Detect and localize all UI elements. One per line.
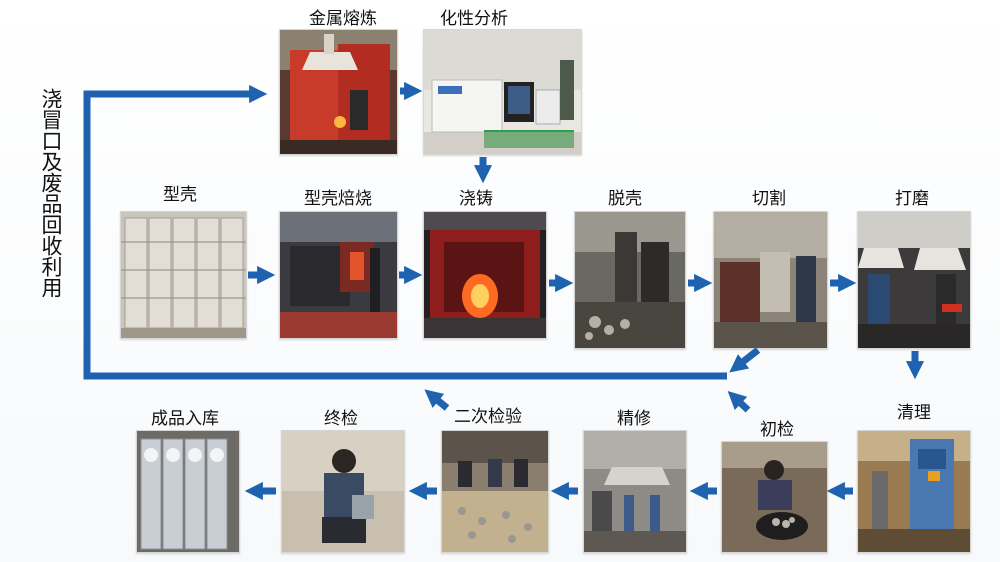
label-initial-inspection: 初检 — [760, 420, 794, 440]
photo-pouring — [423, 211, 547, 339]
photo-final-inspection — [281, 430, 405, 553]
recycle-label: 浇冒口及废品回收利用 — [39, 88, 63, 298]
label-pouring: 浇铸 — [459, 189, 493, 209]
photo-shell-roasting — [279, 211, 398, 339]
label-metal-melting: 金属熔炼 — [309, 9, 377, 29]
photo-chemical-analysis — [423, 29, 582, 155]
label-shell-roasting: 型壳焙烧 — [304, 189, 372, 209]
arrow-cutting-to-recycle — [729, 347, 761, 373]
photo-grinding — [857, 211, 971, 349]
photo-cutting — [713, 211, 828, 349]
label-shell: 型壳 — [163, 185, 197, 205]
label-cleaning: 清理 — [897, 403, 931, 423]
arrow-second-inspection-to-recycle — [424, 389, 450, 411]
label-chemical-analysis: 化性分析 — [440, 9, 508, 29]
label-final-inspection: 终检 — [324, 409, 358, 429]
photo-finishing — [583, 430, 687, 553]
label-warehousing: 成品入库 — [151, 409, 219, 429]
label-shell-removal: 脱壳 — [608, 189, 642, 209]
arrow-inspection-to-recycle — [727, 391, 751, 413]
label-second-inspection: 二次检验 — [454, 407, 522, 427]
label-finishing: 精修 — [617, 409, 651, 429]
photo-metal-melting — [279, 29, 398, 155]
photo-second-inspection — [441, 430, 549, 553]
label-cutting: 切割 — [752, 189, 786, 209]
photo-initial-inspection — [721, 441, 828, 553]
photo-warehousing — [136, 430, 240, 553]
label-grinding: 打磨 — [895, 189, 929, 209]
photo-cleaning — [857, 430, 971, 553]
photo-shell-removal — [574, 211, 686, 349]
photo-shell — [120, 211, 247, 339]
